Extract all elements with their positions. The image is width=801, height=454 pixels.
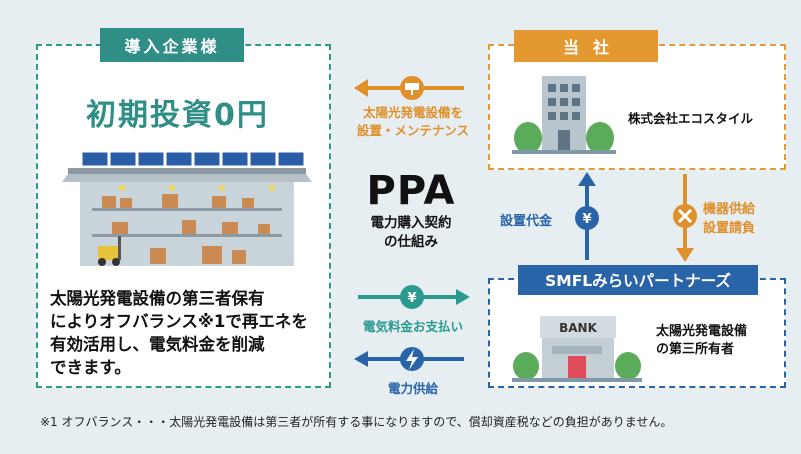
client-description: 太陽光発電設備の第三者保有 によりオフバランス※1で再エネを 有効活用し、電気料… xyxy=(50,287,325,379)
install-label: 太陽光発電設備を 設置・メンテナンス xyxy=(352,104,474,140)
arrow-left-icon xyxy=(354,347,464,371)
supply-label: 機器供給 設置請負 xyxy=(703,200,755,238)
ppa-title: PPA xyxy=(366,168,456,214)
company-title: 当社 xyxy=(514,30,658,62)
description-line: できます。 xyxy=(50,358,131,377)
arrow-right-icon: ¥ xyxy=(358,285,470,309)
bank-building-icon: BANK xyxy=(512,316,642,382)
svg-text:¥: ¥ xyxy=(582,212,591,227)
arrow-up-icon: ¥ xyxy=(575,172,599,260)
description-line: によりオフバランス※1で再エネを xyxy=(50,312,308,331)
arrow-down-icon xyxy=(673,174,697,262)
owner-description: 太陽光発電設備 の第三所有者 xyxy=(656,323,747,359)
yen-icon xyxy=(400,285,424,309)
owner-line: の第三所有者 xyxy=(656,342,735,357)
company-name: 株式会社エコスタイル xyxy=(628,111,754,126)
supply-label-line: 機器供給 xyxy=(703,202,756,217)
description-line: 有効活用し、電気料金を削減 xyxy=(50,335,265,354)
client-title: 導入企業様 xyxy=(100,28,244,62)
zero-initial-cost: 初期投資0円 xyxy=(86,98,269,133)
warehouse-solar-icon xyxy=(62,151,312,266)
install-fee-label: 設置代金 xyxy=(500,214,553,229)
yen-icon xyxy=(575,206,599,230)
owner-line: 太陽光発電設備 xyxy=(656,324,748,339)
install-label-line: 太陽光発電設備を xyxy=(362,105,463,120)
arrow-left-icon xyxy=(354,76,464,100)
description-line: 太陽光発電設備の第三者保有 xyxy=(50,289,265,308)
supply-label-line: 設置請負 xyxy=(703,221,756,236)
bank-sign: BANK xyxy=(559,321,597,335)
owner-title: SMFLみらいパートナーズ xyxy=(518,265,758,295)
ppa-subtitle-line: の仕組み xyxy=(384,234,438,250)
ppa-subtitle: 電力購入契約 の仕組み xyxy=(346,214,476,252)
office-building-icon xyxy=(512,76,616,154)
payment-label: 電気料金お支払い xyxy=(362,319,463,334)
svg-text:¥: ¥ xyxy=(407,291,416,306)
ppa-subtitle-line: 電力購入契約 xyxy=(370,215,452,231)
install-label-line: 設置・メンテナンス xyxy=(356,123,470,138)
power-label: 電力供給 xyxy=(387,381,438,396)
footnote: ※1 オフバランス・・・太陽光発電設備は第三者が所有する事になりますので、償却資… xyxy=(40,415,673,429)
